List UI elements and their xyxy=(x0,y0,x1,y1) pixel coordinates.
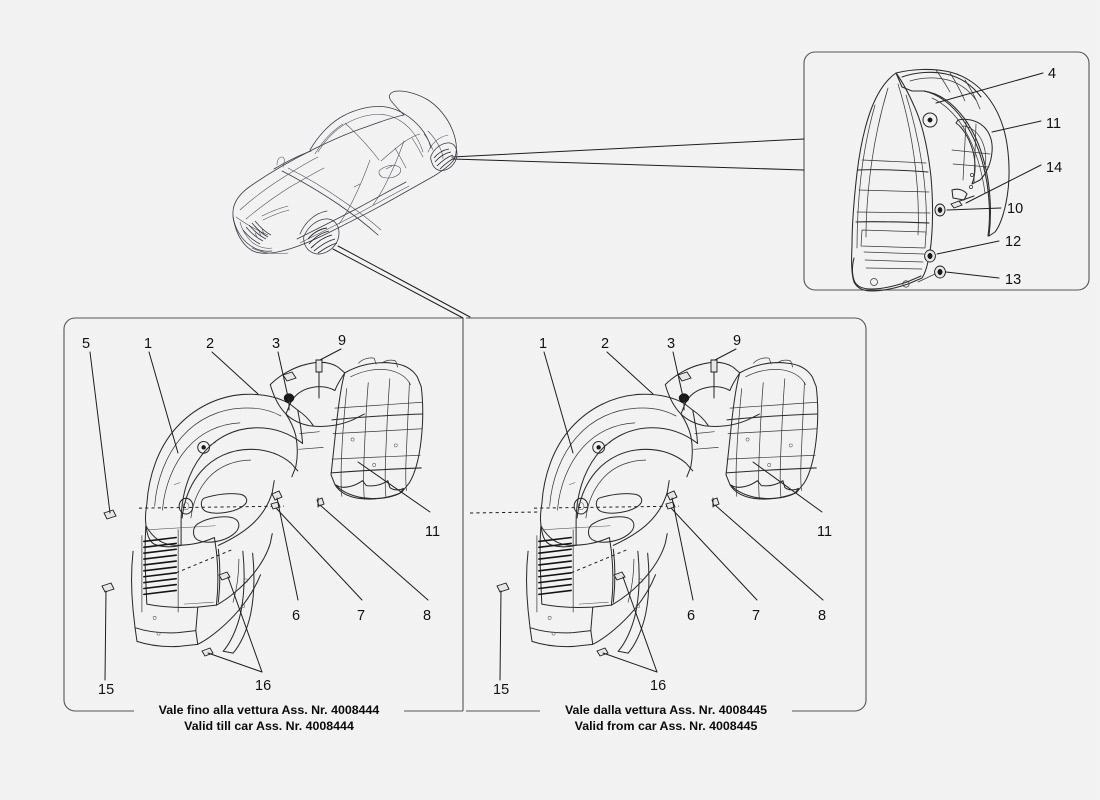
callout-right-7: 7 xyxy=(752,608,760,624)
callout-left-16: 16 xyxy=(255,678,271,694)
captions: Vale fino alla vettura Ass. Nr. 4008444 … xyxy=(159,703,767,733)
callout-right-2: 2 xyxy=(601,336,609,352)
fastener-16a-r xyxy=(613,571,626,581)
front-wheel-spokes xyxy=(307,227,338,254)
leader-4 xyxy=(935,72,1044,104)
front-right-leaders xyxy=(499,348,824,681)
panel-border-front-left xyxy=(63,317,464,712)
fastener-2-clip xyxy=(282,371,297,382)
leader-14 xyxy=(965,164,1042,204)
leader-11 xyxy=(991,120,1042,133)
fastener-15-clip xyxy=(101,582,115,593)
callout-right-6: 6 xyxy=(687,608,695,624)
callout-left-2: 2 xyxy=(206,336,214,352)
rear-wheel-spokes xyxy=(433,148,456,170)
callout-right-3: 3 xyxy=(667,336,675,352)
callout-left-1: 1 xyxy=(144,336,152,352)
panel-border-front-right xyxy=(466,317,867,712)
fastener-16a xyxy=(218,571,231,581)
callout-left-5: 5 xyxy=(82,336,90,352)
fastener-13 xyxy=(917,265,946,283)
caption-left-line2: Valid till car Ass. Nr. 4008444 xyxy=(184,719,354,733)
panel-border-rear-inset xyxy=(803,51,1090,291)
fastener-2-clip-r xyxy=(677,371,692,382)
callout-right-11: 11 xyxy=(817,524,832,540)
caption-left-line1: Vale fino alla vettura Ass. Nr. 4008444 xyxy=(159,703,380,717)
front-right-fasteners xyxy=(469,359,720,657)
car-illustration xyxy=(232,90,458,255)
callout-right-16: 16 xyxy=(650,678,666,694)
callout-rear-11: 11 xyxy=(1046,116,1061,132)
callout-left-8: 8 xyxy=(423,608,431,624)
caption-right-line2: Valid from car Ass. Nr. 4008445 xyxy=(575,719,758,733)
callout-right-15: 15 xyxy=(493,682,509,698)
fastener-14 xyxy=(950,195,975,209)
fastener-10 xyxy=(934,203,946,217)
callout-left-11: 11 xyxy=(425,524,440,540)
callout-rear-4: 4 xyxy=(1048,66,1056,82)
caption-right-line1: Vale dalla vettura Ass. Nr. 4008445 xyxy=(565,703,767,717)
rear-inset-callouts: 4 11 14 10 12 13 xyxy=(935,66,1062,288)
connector-front-wheel-to-panels xyxy=(332,245,471,319)
fastener-6a xyxy=(271,490,283,501)
callout-rear-10: 10 xyxy=(1007,201,1023,217)
callout-left-15: 15 xyxy=(98,682,114,698)
callout-left-6: 6 xyxy=(292,608,300,624)
front-right-panel-content: 1 2 3 9 11 6 7 8 15 16 xyxy=(469,333,832,698)
connector-rear-wheel-to-inset xyxy=(451,138,805,171)
callout-left-9: 9 xyxy=(338,333,346,349)
part-rear-wheelhouse-liner xyxy=(851,68,1010,292)
fastener-15-clip-r xyxy=(496,582,510,593)
callout-rear-12: 12 xyxy=(1005,234,1021,250)
leader-10 xyxy=(946,207,1002,211)
leader-13 xyxy=(945,271,1000,279)
callout-left-7: 7 xyxy=(357,608,365,624)
callout-rear-13: 13 xyxy=(1005,272,1021,288)
callout-right-1: 1 xyxy=(539,336,547,352)
leader-12 xyxy=(936,240,1000,255)
callout-rear-14: 14 xyxy=(1046,160,1062,176)
callout-right-8: 8 xyxy=(818,608,826,624)
fastener-12 xyxy=(924,249,936,263)
callout-right-9: 9 xyxy=(733,333,741,349)
front-left-leaders xyxy=(89,348,431,681)
callout-left-3: 3 xyxy=(272,336,280,352)
fastener-6a-r xyxy=(666,490,678,501)
front-left-panel-content: 5 1 2 3 9 11 6 7 8 15 16 xyxy=(82,333,440,698)
rear-inset-fasteners xyxy=(917,195,975,283)
